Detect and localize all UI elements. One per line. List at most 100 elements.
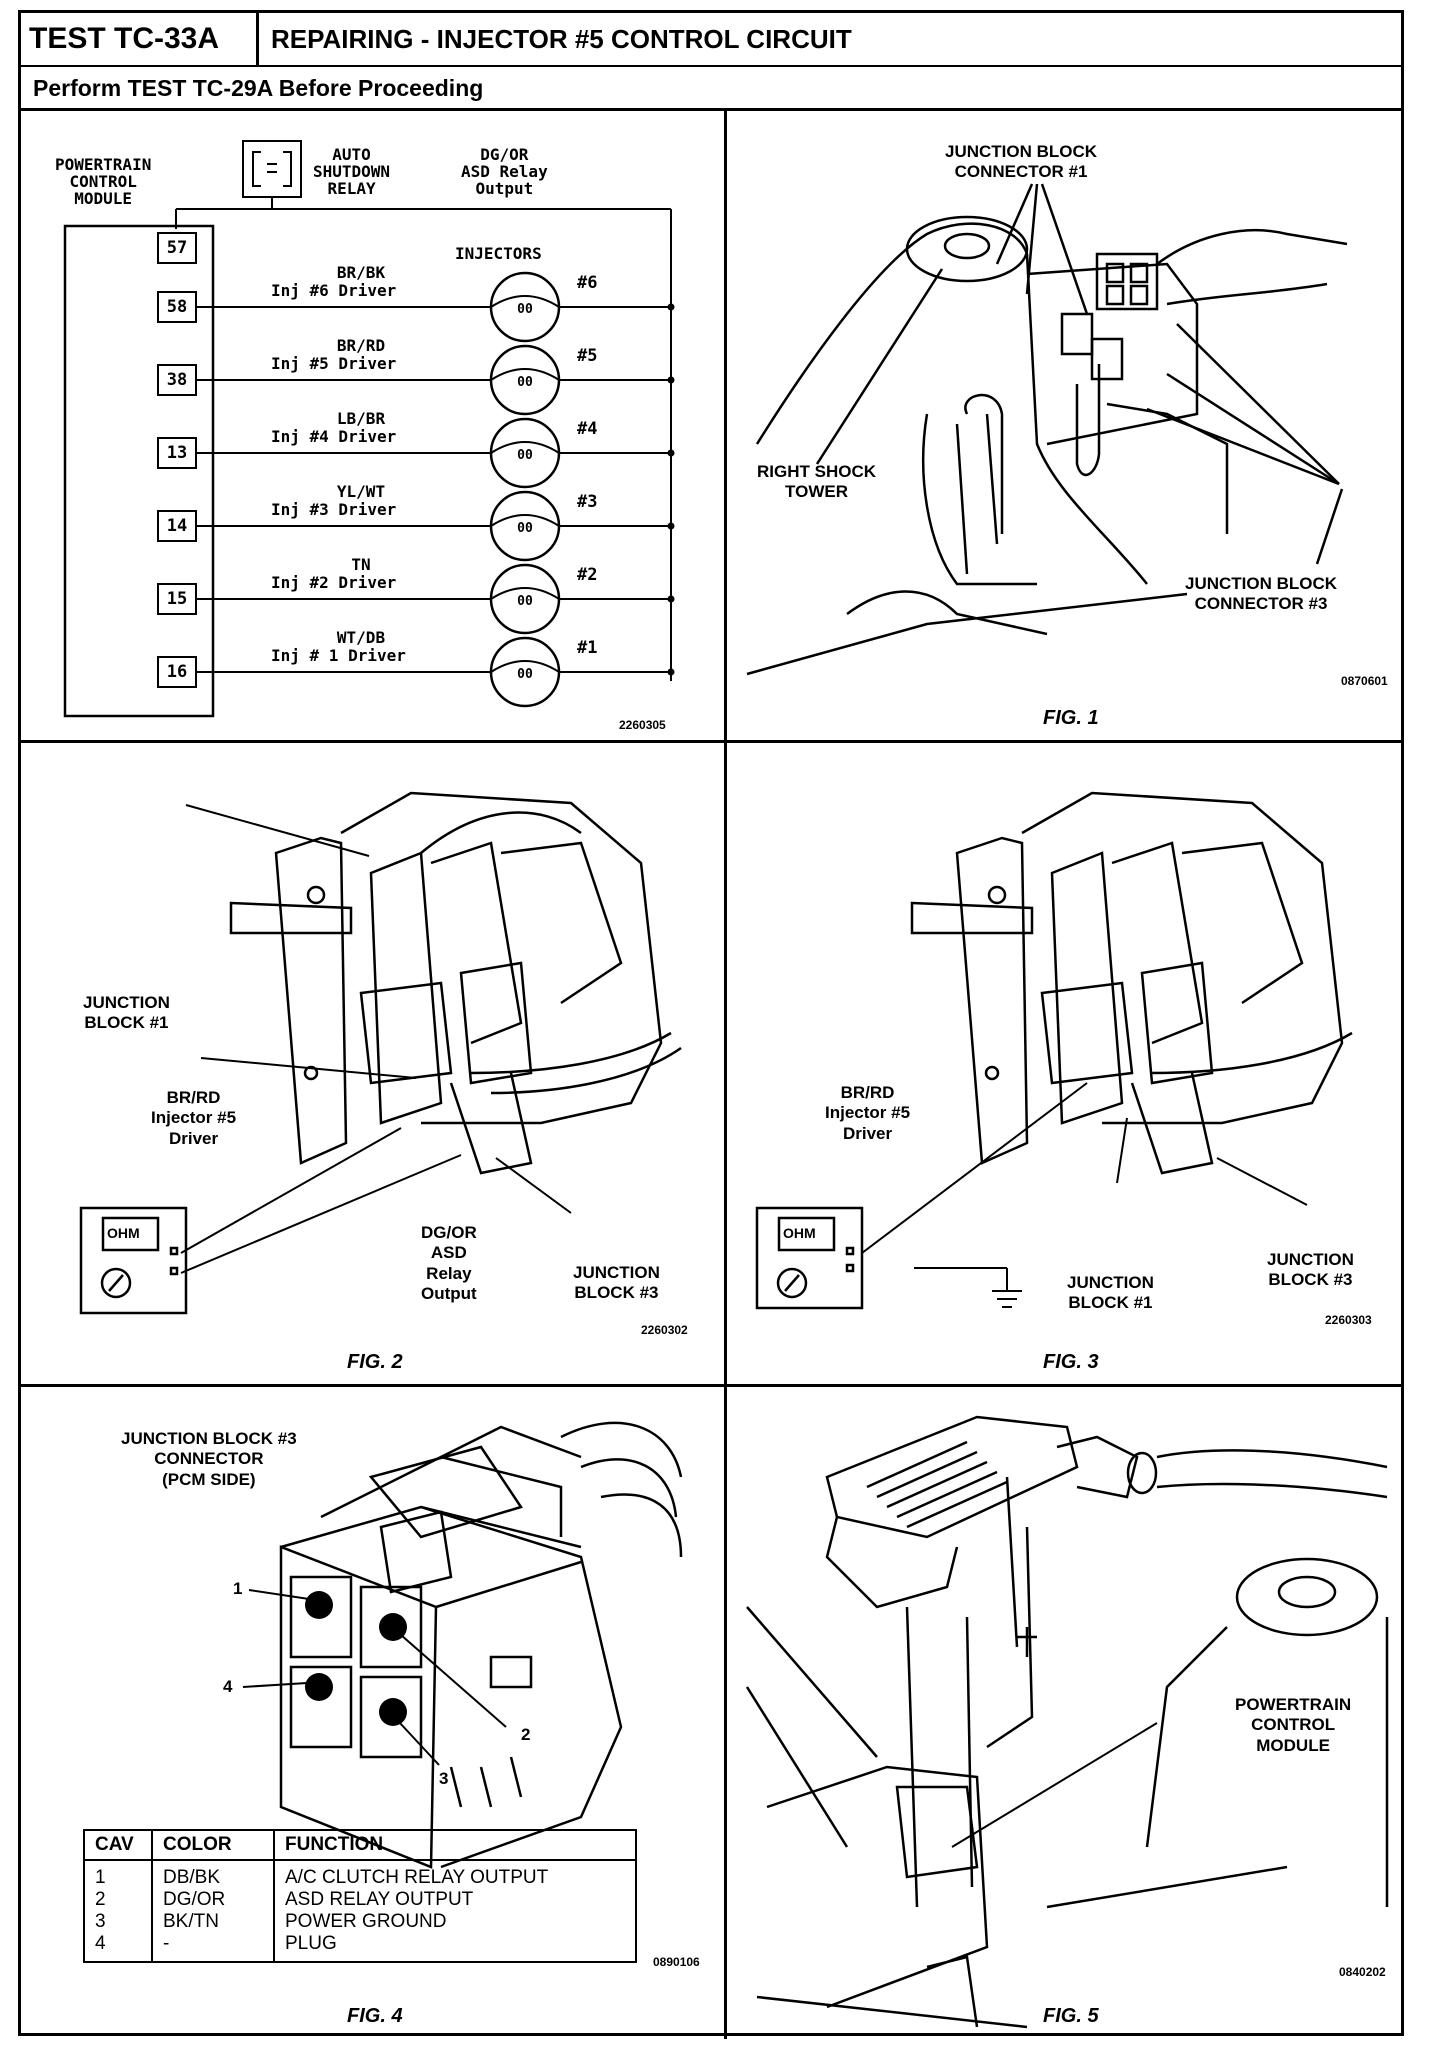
col-cav: CAV <box>84 1830 153 1861</box>
cell-cav: 1 <box>84 1860 153 1889</box>
injector-coil-arc <box>490 587 560 600</box>
fig3-meter-display: OHM <box>783 1225 816 1241</box>
pin-57: 57 <box>157 232 197 264</box>
cell-function: PLUG <box>285 1933 337 1954</box>
service-page: TEST TC-33A REPAIRING - INJECTOR #5 CONT… <box>18 10 1404 2039</box>
cell-color: DB/BK <box>152 1860 275 1889</box>
page-title: REPAIRING - INJECTOR #5 CONTROL CIRCUIT <box>271 24 852 54</box>
fig5-panel: POWERTRAIN CONTROL MODULE 0840202 FIG. 5 <box>727 1387 1401 2039</box>
fig2-label-dgor: DG/OR ASD Relay Output <box>421 1223 477 1304</box>
col-color: COLOR <box>152 1830 275 1861</box>
cell-color: - <box>152 1933 275 1962</box>
cell-function: A/C CLUTCH RELAY OUTPUT <box>285 1867 549 1888</box>
circuit-driver-label: Inj #6 Driver <box>271 281 397 300</box>
fig2-meter-display: OHM <box>107 1225 140 1241</box>
grid-divider-row1 <box>21 740 1401 743</box>
injector-coil-text: 00 <box>517 521 533 536</box>
test-id: TEST TC-33A <box>21 13 259 65</box>
schematic-code: 2260305 <box>619 718 666 732</box>
cell-cav: 2 <box>84 1889 153 1911</box>
circuit-color-label: TN <box>351 555 371 574</box>
fig2-multimeter <box>79 1206 188 1315</box>
fig2-caption: FIG. 2 <box>347 1351 403 1373</box>
fig3-junction-block-drawing <box>755 791 1353 1310</box>
fig2-label-jb1: JUNCTION BLOCK #1 <box>83 993 170 1033</box>
junction-dot <box>667 449 675 457</box>
pcm-pin: 16 <box>157 656 197 688</box>
fig4-callout-4: 4 <box>223 1677 233 1696</box>
cell-function: ASD RELAY OUTPUT <box>285 1889 474 1910</box>
injector-coil-arc <box>490 295 560 308</box>
fig3-caption: FIG. 3 <box>1043 1351 1099 1373</box>
injector-number-label: #3 <box>577 492 598 512</box>
cell-color: BK/TN <box>152 1911 275 1933</box>
injector-coil-text: 00 <box>517 667 533 682</box>
injector-coil-text: 00 <box>517 375 533 390</box>
fig3-code: 2260303 <box>1325 1313 1372 1327</box>
col-function: FUNCTION <box>274 1830 636 1861</box>
circuit-driver-label: Inj #2 Driver <box>271 573 397 592</box>
junction-dot <box>667 376 675 384</box>
circuit-color-label: LB/BR <box>336 409 386 428</box>
relay-label: AUTO SHUTDOWN RELAY <box>313 145 391 198</box>
table-row: 4-PLUG <box>84 1933 636 1962</box>
injector-number-label: #1 <box>577 638 598 658</box>
circuit-color-label: WT/DB <box>336 628 386 647</box>
fig4-panel: JUNCTION BLOCK #3 CONNECTOR (PCM SIDE) <box>21 1387 724 2039</box>
engine-bay-drawing <box>746 215 1348 676</box>
fig2-label-jb3: JUNCTION BLOCK #3 <box>573 1263 660 1303</box>
circuit-driver-label: Inj #3 Driver <box>271 500 397 519</box>
grid-divider-vertical <box>724 111 727 2039</box>
relay-output-label: DG/OR ASD Relay Output <box>461 145 548 198</box>
fig1-label-jb-connector1: JUNCTION BLOCK CONNECTOR #1 <box>945 142 1098 182</box>
fig3-label-jb1: JUNCTION BLOCK #1 <box>1067 1273 1154 1313</box>
title-bar: TEST TC-33A REPAIRING - INJECTOR #5 CONT… <box>21 13 1401 67</box>
wiring-schematic: 00 00 00 00 00 00 <box>63 140 675 718</box>
junction-dot <box>667 668 675 676</box>
cavity-table-header: CAV COLOR FUNCTION <box>84 1830 636 1861</box>
fig1-panel: JUNCTION BLOCK CONNECTOR #1 RIGHT SHOCK … <box>727 114 1401 740</box>
circuit-driver-label: Inj # 1 Driver <box>271 646 406 665</box>
pcm-pin: 13 <box>157 437 197 469</box>
fig2-code: 2260302 <box>641 1323 688 1337</box>
pcm-label: POWERTRAIN CONTROL MODULE <box>55 155 152 208</box>
injector-coil-arc <box>490 441 560 454</box>
fig5-label-pcm: POWERTRAIN CONTROL MODULE <box>1235 1695 1352 1755</box>
junction-dot <box>667 303 675 311</box>
cell-color: DG/OR <box>152 1889 275 1911</box>
grid-divider-row2 <box>21 1384 1401 1387</box>
fig4-callout-2: 2 <box>521 1725 531 1744</box>
injector-number-label: #6 <box>577 273 598 293</box>
circuit-color-label: BR/BK <box>336 263 386 282</box>
fig2-junction-block-drawing <box>79 791 682 1315</box>
injector-coil-arc <box>490 368 560 381</box>
fig1-label-jb-connector3: JUNCTION BLOCK CONNECTOR #3 <box>1185 574 1338 614</box>
junction-dot <box>667 522 675 530</box>
fig1-label-shock-tower: RIGHT SHOCK TOWER <box>757 462 876 502</box>
fig4-caption: FIG. 4 <box>347 2005 403 2027</box>
fig1-caption: FIG. 1 <box>1043 707 1099 729</box>
fig5-caption: FIG. 5 <box>1043 2005 1099 2027</box>
fig3-panel: OHM BR/RD Injector #5 Driver JUNCTION BL… <box>727 743 1401 1384</box>
fig2-panel: OHM JUNCTION BLOCK #1 BR/RD Injector #5 … <box>21 743 724 1384</box>
injectors-label: INJECTORS <box>455 244 542 263</box>
fig4-callout-3: 3 <box>439 1769 449 1788</box>
circuit-color-label: YL/WT <box>336 482 386 501</box>
injector-number-label: #5 <box>577 346 598 366</box>
injector-coil-text: 00 <box>517 302 533 317</box>
circuit-driver-label: Inj #5 Driver <box>271 354 397 373</box>
fig5-pcm-location-drawing <box>745 1415 1389 2029</box>
injector-number-label: #4 <box>577 419 598 439</box>
injector-coil-arc <box>490 514 560 527</box>
injector-coil-text: 00 <box>517 448 533 463</box>
fig4-callout-1: 1 <box>233 1579 243 1598</box>
fig5-code: 0840202 <box>1339 1965 1386 1979</box>
pcm-pin: 58 <box>157 291 197 323</box>
junction-dot <box>667 595 675 603</box>
injector-coil-text: 00 <box>517 594 533 609</box>
subtitle: Perform TEST TC-29A Before Proceeding <box>21 65 1401 111</box>
